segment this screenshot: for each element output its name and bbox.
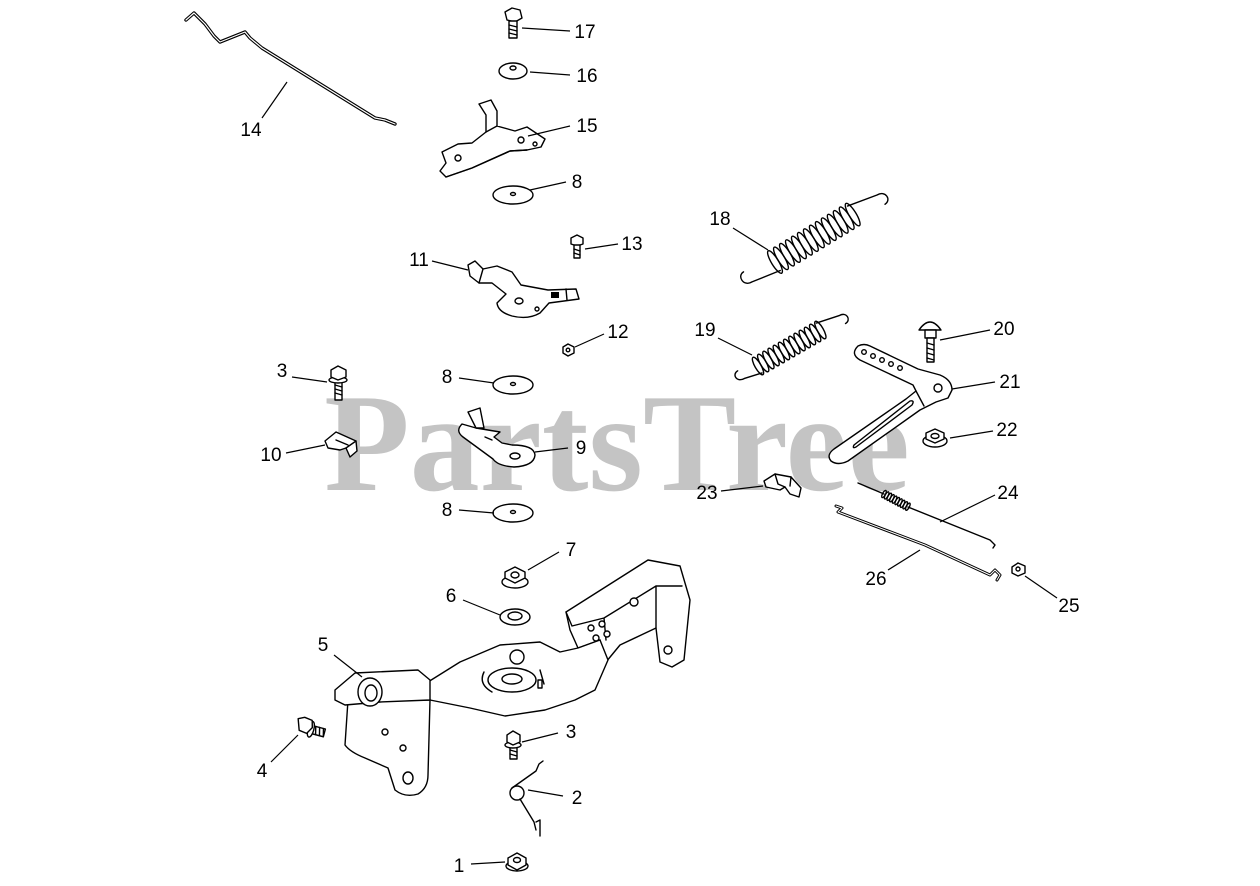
callout-3[interactable]: 3 bbox=[566, 722, 577, 743]
leader-line bbox=[527, 789, 564, 797]
callout-8[interactable]: 8 bbox=[442, 367, 453, 388]
carriage-bolt-part bbox=[918, 321, 942, 363]
washer-part bbox=[492, 375, 534, 395]
leader-line bbox=[951, 381, 996, 390]
callout-8[interactable]: 8 bbox=[442, 500, 453, 521]
leader-line bbox=[529, 181, 567, 191]
leader-line bbox=[534, 447, 569, 453]
callout-12[interactable]: 12 bbox=[607, 322, 628, 343]
leader-line bbox=[458, 377, 495, 384]
rod-part bbox=[184, 11, 397, 126]
callout-21[interactable]: 21 bbox=[999, 372, 1020, 393]
control-bracket-part bbox=[828, 343, 953, 465]
leader-lines bbox=[261, 27, 1058, 865]
watermark: PartsTree bbox=[324, 366, 910, 521]
callout-24[interactable]: 24 bbox=[997, 483, 1019, 504]
leader-line bbox=[887, 549, 921, 571]
clip-part bbox=[324, 431, 358, 458]
callout-22[interactable]: 22 bbox=[996, 420, 1017, 441]
leader-line bbox=[462, 599, 501, 616]
spring-part bbox=[740, 192, 889, 284]
screw-part bbox=[1011, 562, 1026, 577]
nut-part bbox=[922, 428, 948, 448]
leader-line bbox=[291, 376, 328, 383]
leader-line bbox=[458, 509, 495, 514]
callout-25[interactable]: 25 bbox=[1058, 596, 1079, 617]
leader-line bbox=[1024, 575, 1058, 599]
callout-1[interactable]: 1 bbox=[454, 856, 465, 877]
callout-13[interactable]: 13 bbox=[621, 234, 642, 255]
bolt-part bbox=[504, 730, 522, 760]
leader-line bbox=[720, 485, 764, 492]
callout-15[interactable]: 15 bbox=[576, 116, 597, 137]
callout-5[interactable]: 5 bbox=[318, 635, 329, 656]
callout-6[interactable]: 6 bbox=[446, 586, 457, 607]
callout-9[interactable]: 9 bbox=[576, 438, 587, 459]
callout-11[interactable]: 11 bbox=[409, 250, 429, 271]
nut-part bbox=[562, 343, 575, 357]
leader-line bbox=[470, 861, 506, 865]
callout-17[interactable]: 17 bbox=[574, 22, 595, 43]
leader-line bbox=[949, 430, 994, 439]
leader-line bbox=[431, 260, 469, 271]
cable-clip-part bbox=[763, 473, 802, 498]
bolt-part bbox=[297, 716, 327, 738]
bolt-part bbox=[504, 7, 523, 39]
bracket-part bbox=[439, 99, 546, 178]
callout-20[interactable]: 20 bbox=[993, 319, 1014, 340]
callout-19[interactable]: 19 bbox=[694, 320, 715, 341]
leader-line bbox=[717, 337, 753, 356]
callout-16[interactable]: 16 bbox=[576, 66, 597, 87]
bolt-part bbox=[570, 234, 584, 259]
callout-4[interactable]: 4 bbox=[257, 761, 268, 782]
washer-part bbox=[492, 185, 534, 205]
leader-line bbox=[732, 227, 769, 251]
leader-line bbox=[285, 444, 326, 454]
leader-line bbox=[939, 329, 991, 341]
torsion-spring-part bbox=[509, 760, 544, 837]
callout-18[interactable]: 18 bbox=[709, 209, 730, 230]
plate-part bbox=[458, 407, 536, 468]
leader-line bbox=[527, 551, 560, 571]
nut-part bbox=[505, 852, 529, 872]
callout-23[interactable]: 23 bbox=[696, 483, 717, 504]
leader-line bbox=[261, 81, 288, 119]
washer-part bbox=[498, 62, 528, 80]
washer-part bbox=[492, 503, 534, 523]
lever-part bbox=[467, 260, 580, 319]
bolt-part bbox=[328, 365, 348, 401]
spring-rod-part bbox=[857, 482, 996, 549]
washer-part bbox=[499, 608, 531, 626]
callout-labels: 17 16 15 14 8 18 13 11 12 19 20 3 8 21 2… bbox=[240, 22, 1079, 877]
callout-7[interactable]: 7 bbox=[566, 540, 577, 561]
leader-line bbox=[939, 494, 996, 523]
leader-line bbox=[529, 71, 571, 76]
leader-line bbox=[333, 654, 363, 678]
leader-line bbox=[270, 734, 299, 763]
callout-8[interactable]: 8 bbox=[572, 172, 583, 193]
leader-line bbox=[521, 27, 571, 32]
callout-3[interactable]: 3 bbox=[277, 361, 288, 382]
main-bracket-part bbox=[334, 559, 691, 797]
nut-part bbox=[501, 566, 529, 589]
leader-line bbox=[527, 125, 571, 137]
callout-2[interactable]: 2 bbox=[572, 788, 583, 809]
leader-line bbox=[574, 333, 605, 348]
leader-line bbox=[584, 243, 619, 250]
callout-14[interactable]: 14 bbox=[240, 120, 262, 141]
governor-rod-part bbox=[834, 504, 1002, 582]
callout-10[interactable]: 10 bbox=[260, 445, 281, 466]
leader-line bbox=[521, 732, 559, 743]
callout-26[interactable]: 26 bbox=[865, 569, 886, 590]
